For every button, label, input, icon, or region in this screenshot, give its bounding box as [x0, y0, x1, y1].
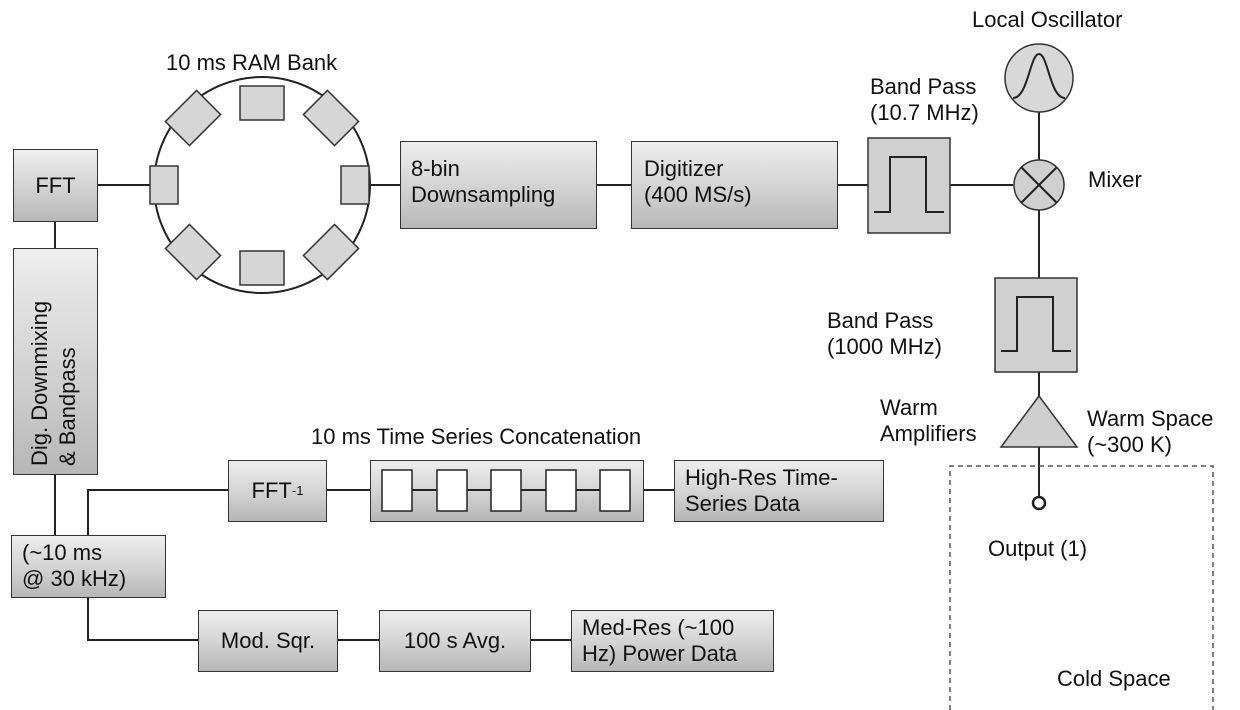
dig-downmixing-line2: & Bandpass	[55, 347, 80, 466]
warm-space-line1: Warm Space	[1087, 406, 1214, 431]
digitizer-box: Digitizer (400 MS/s)	[631, 141, 838, 229]
high-res-line2: Series Data	[685, 491, 800, 516]
local-oscillator-label: Local Oscillator	[972, 7, 1123, 32]
avg-100s-box: 100 s Avg.	[379, 610, 531, 672]
band-pass-if-line2: (10.7 MHz)	[870, 100, 979, 125]
band-pass-if-filter	[867, 137, 951, 234]
cold-space-label: Cold Space	[1057, 666, 1171, 691]
output-label: Output (1)	[988, 536, 1088, 561]
buffer-line1: (~10 ms	[22, 540, 103, 565]
warm-amplifiers-line2: Amplifiers	[880, 421, 977, 446]
downsampling-line1: 8-bin	[411, 156, 460, 181]
mod-sqr-box: Mod. Sqr.	[198, 610, 338, 672]
band-pass-rf-line2: (1000 MHz)	[827, 334, 942, 359]
med-res-data-box: Med-Res (~100 Hz) Power Data	[571, 610, 774, 672]
buffer-line2: @ 30 kHz)	[22, 566, 127, 591]
band-pass-rf-label: Band Pass (1000 MHz)	[827, 308, 942, 360]
warm-amplifiers-label: Warm Amplifiers	[880, 395, 977, 447]
ifft-box: FFT-1	[228, 460, 327, 522]
mixer-label: Mixer	[1088, 167, 1142, 192]
band-pass-rf-filter	[994, 277, 1078, 373]
local-oscillator-symbol	[1004, 43, 1074, 113]
warm-amplifier-symbol	[999, 394, 1079, 448]
ifft-label: FFT	[251, 478, 292, 503]
dig-downmixing-label: Dig. Downmixing & Bandpass	[26, 301, 82, 466]
dig-downmixing-line1: Dig. Downmixing	[27, 300, 52, 466]
downsampling-box: 8-bin Downsampling	[400, 141, 597, 229]
dig-downmixing-box	[13, 248, 98, 475]
warm-space-label: Warm Space (~300 K)	[1087, 406, 1213, 458]
band-pass-rf-line1: Band Pass	[827, 308, 934, 333]
digitizer-line1: Digitizer	[644, 156, 724, 181]
mixer-symbol	[1013, 159, 1065, 211]
downsampling-line2: Downsampling	[411, 182, 556, 207]
med-res-line2: Hz) Power Data	[582, 641, 738, 666]
high-res-line1: High-Res Time-	[685, 465, 838, 490]
output-terminal	[1031, 495, 1047, 511]
warm-amplifiers-line1: Warm	[880, 395, 938, 420]
digitizer-line2: (400 MS/s)	[644, 182, 752, 207]
fft-box: FFT	[13, 149, 98, 222]
time-series-concat-label: 10 ms Time Series Concatenation	[311, 424, 642, 449]
cold-space-boundary	[949, 465, 1214, 710]
band-pass-if-line1: Band Pass	[870, 74, 977, 99]
ram-bank-label: 10 ms RAM Bank	[166, 50, 338, 75]
buffer-box: (~10 ms @ 30 kHz)	[11, 535, 166, 598]
high-res-data-box: High-Res Time- Series Data	[674, 460, 884, 522]
warm-space-line2: (~300 K)	[1087, 432, 1172, 457]
med-res-line1: Med-Res (~100	[582, 615, 735, 640]
band-pass-if-label: Band Pass (10.7 MHz)	[870, 74, 979, 126]
